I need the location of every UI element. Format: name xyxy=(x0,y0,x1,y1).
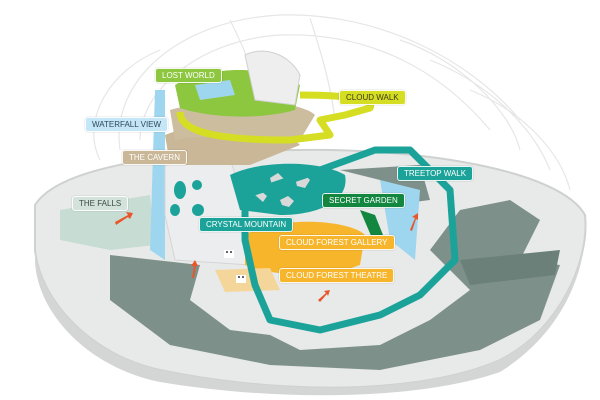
lost-world-pond xyxy=(195,80,235,100)
label-lost-world[interactable]: Lost World xyxy=(155,68,222,83)
lost-world-structure xyxy=(244,50,301,106)
label-cloud-walk[interactable]: Cloud Walk xyxy=(339,90,406,105)
crystal-mountain-level xyxy=(230,163,346,215)
label-cloud-forest-theatre[interactable]: Cloud Forest Theatre xyxy=(279,268,395,283)
label-waterfall-view[interactable]: Waterfall View xyxy=(85,117,169,132)
waterfall xyxy=(150,90,165,260)
label-cloud-forest-gallery[interactable]: Cloud Forest Gallery xyxy=(279,235,395,250)
direction-arrows xyxy=(115,212,418,302)
treetop-walk-path xyxy=(241,146,459,334)
label-treetop-walk[interactable]: Treetop Walk xyxy=(397,166,474,181)
label-crystal-mountain[interactable]: Crystal Mountain xyxy=(199,217,294,232)
restroom-icon xyxy=(224,250,246,283)
mountain-cutouts xyxy=(170,180,204,216)
label-the-cavern[interactable]: The Cavern xyxy=(122,150,187,165)
secret-garden-area xyxy=(360,210,385,240)
cloud-forest-theatre-area xyxy=(215,268,280,292)
label-secret-garden[interactable]: Secret Garden xyxy=(322,193,405,208)
label-the-falls[interactable]: The Falls xyxy=(72,196,129,211)
